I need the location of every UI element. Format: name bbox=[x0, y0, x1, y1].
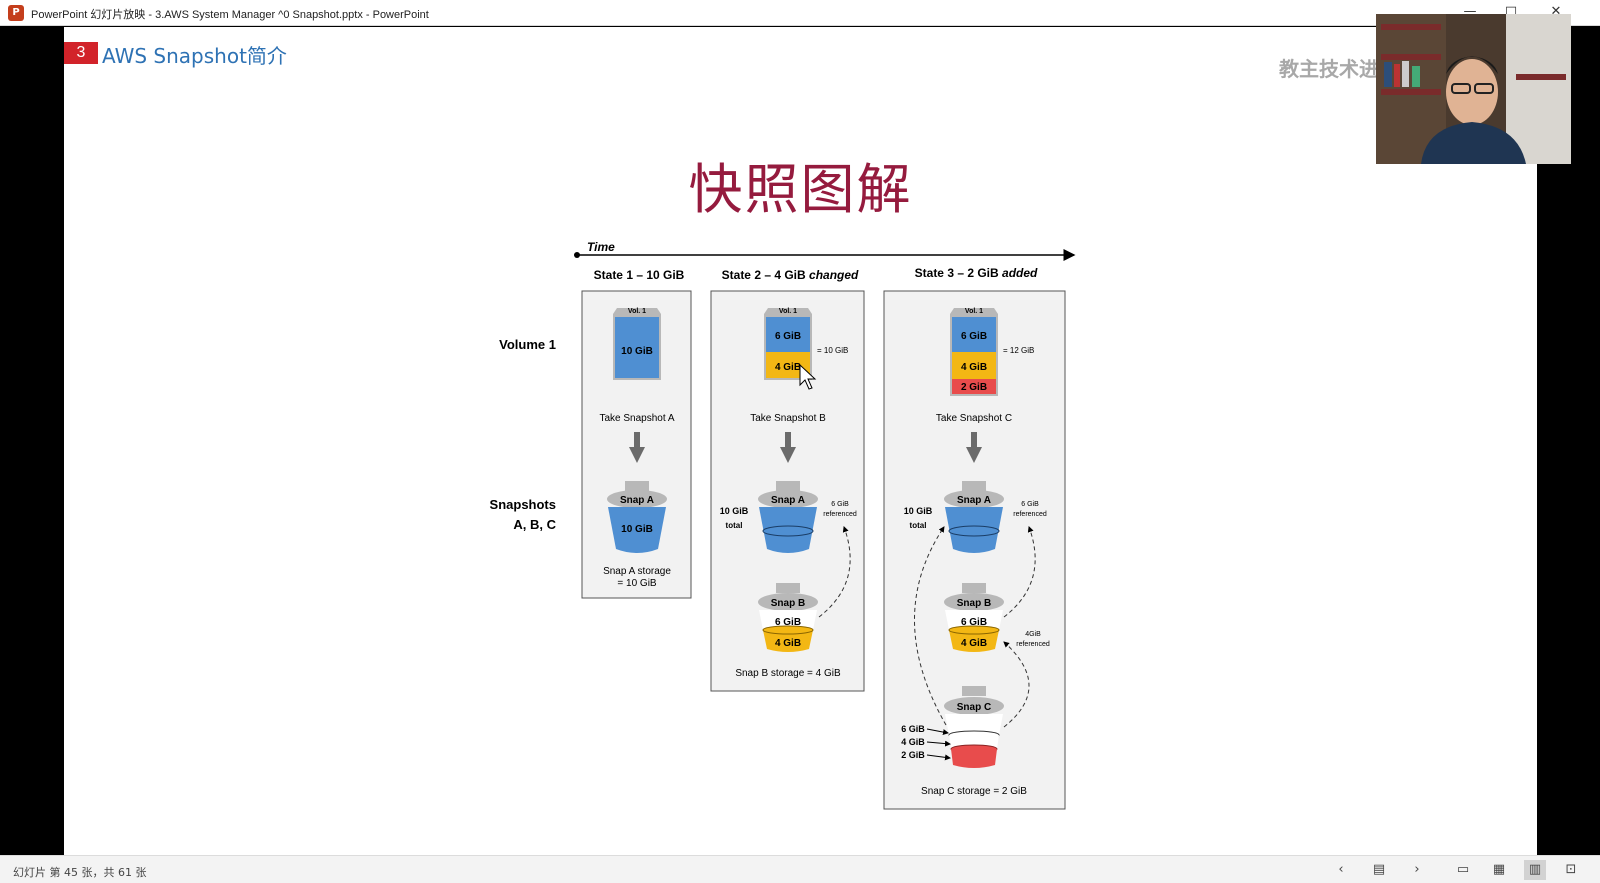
state2-ref-value: 6 GiB bbox=[831, 501, 849, 508]
vol-label: Vol. 1 bbox=[628, 308, 646, 315]
snap-a-storage-line2: = 10 GiB bbox=[617, 578, 657, 589]
section-title: AWS Snapshot简介 bbox=[102, 44, 287, 68]
snap-c-6gib: 6 GiB bbox=[901, 724, 925, 734]
state3-ref-a-label: referenced bbox=[1013, 511, 1047, 518]
snap-b-6gib: 6 GiB bbox=[775, 617, 801, 628]
state1-volume: Vol. 1 10 GiB bbox=[613, 308, 661, 380]
next-icon[interactable]: › bbox=[1414, 862, 1420, 877]
presenter-video-icon bbox=[1376, 14, 1571, 164]
state2-vol-total: = 10 GiB bbox=[817, 346, 848, 355]
snap-a-label: Snap A bbox=[620, 495, 654, 506]
snap-a-bucket-3: Snap A bbox=[944, 481, 1004, 553]
down-arrow-2 bbox=[780, 432, 796, 463]
snap-b-4gib: 4 GiB bbox=[961, 638, 987, 649]
state3-total-value: 10 GiB bbox=[904, 506, 933, 516]
section-number-badge: 3 bbox=[64, 42, 98, 64]
take-snapshot-b: Take Snapshot B bbox=[750, 413, 826, 424]
take-snapshot-c: Take Snapshot C bbox=[936, 413, 1012, 424]
down-arrow-1 bbox=[629, 432, 645, 463]
window-title: PowerPoint 幻灯片放映 - 3.AWS System Manager … bbox=[31, 9, 429, 21]
slideshow-icon[interactable]: ⊡ bbox=[1565, 862, 1577, 877]
snap-a-label: Snap A bbox=[957, 495, 991, 506]
row-label-volume: Volume 1 bbox=[499, 337, 556, 352]
vol-label: Vol. 1 bbox=[965, 308, 983, 315]
state2-ref-label: referenced bbox=[823, 511, 857, 518]
row-label-snapshots: Snapshots bbox=[490, 497, 556, 512]
c-arrow-4 bbox=[926, 740, 951, 747]
close-button[interactable]: ✕ bbox=[1550, 4, 1562, 19]
take-snapshot-a: Take Snapshot A bbox=[599, 413, 674, 424]
c-arrow-2 bbox=[926, 754, 951, 761]
time-label: Time bbox=[587, 240, 615, 254]
down-arrow-3 bbox=[966, 432, 982, 463]
vol-block-2gib: 2 GiB bbox=[961, 382, 987, 393]
state2-total-label: total bbox=[726, 521, 743, 530]
snap-c-2gib: 2 GiB bbox=[901, 750, 925, 760]
state3-ref-b-value: 4GiB bbox=[1025, 631, 1041, 638]
snap-a-storage-line1: Snap A storage bbox=[603, 566, 671, 577]
vol-block-6gib: 6 GiB bbox=[775, 331, 801, 342]
snap-b-storage: Snap B storage = 4 GiB bbox=[735, 668, 841, 679]
state2-total-value: 10 GiB bbox=[720, 506, 749, 516]
state3-volume: Vol. 1 6 GiB 4 GiB 2 GiB bbox=[950, 308, 998, 396]
slide-menu-icon[interactable]: ▤ bbox=[1372, 862, 1386, 877]
snap-b-bucket-3: Snap B 6 GiB 4 GiB bbox=[944, 583, 1004, 652]
row-label-snapshots-abc: A, B, C bbox=[513, 517, 556, 532]
state3-total-label: total bbox=[910, 521, 927, 530]
vol-block-4gib: 4 GiB bbox=[775, 362, 801, 373]
snap-b-label: Snap B bbox=[771, 598, 805, 609]
snap-c-storage: Snap C storage = 2 GiB bbox=[921, 786, 1027, 797]
status-bar: 幻灯片 第 45 张，共 61 张 ‹ ▤ › ▭ ▦ ▥ ⊡ bbox=[0, 855, 1600, 883]
state3-header: State 3 – 2 GiB added bbox=[915, 266, 1038, 280]
state3-vol-total: = 12 GiB bbox=[1003, 346, 1034, 355]
slide-main-title: 快照图解 bbox=[688, 158, 913, 221]
vol-block-10gib: 10 GiB bbox=[621, 346, 653, 357]
snap-a-label: Snap A bbox=[771, 495, 805, 506]
snap-c-bucket: Snap C bbox=[944, 686, 1004, 768]
state3-ref-a-value: 6 GiB bbox=[1021, 501, 1039, 508]
webcam-overlay bbox=[1376, 14, 1571, 164]
ref-arrow-c-to-a bbox=[914, 526, 947, 726]
slide-canvas[interactable]: 3 AWS Snapshot简介 教主技术进 快照图解 Time State 1… bbox=[64, 27, 1537, 855]
snap-a-value: 10 GiB bbox=[621, 524, 653, 535]
state2-header: State 2 – 4 GiB changed bbox=[722, 268, 859, 282]
reading-view-icon[interactable]: ▥ bbox=[1524, 860, 1546, 880]
snap-b-4gib: 4 GiB bbox=[775, 638, 801, 649]
snap-c-label: Snap C bbox=[957, 702, 991, 713]
vol-label: Vol. 1 bbox=[779, 308, 797, 315]
snap-b-bucket-2: Snap B 6 GiB 4 GiB bbox=[758, 583, 818, 652]
normal-view-icon[interactable]: ▭ bbox=[1456, 862, 1470, 877]
snap-b-label: Snap B bbox=[957, 598, 991, 609]
watermark: 教主技术进 bbox=[1279, 57, 1379, 81]
state3-ref-b-label: referenced bbox=[1016, 641, 1050, 648]
slide-counter: 幻灯片 第 45 张，共 61 张 bbox=[13, 866, 147, 879]
powerpoint-icon: P bbox=[8, 5, 24, 21]
c-arrow-6 bbox=[926, 728, 949, 736]
snap-c-4gib: 4 GiB bbox=[901, 737, 925, 747]
ref-arrow-b-to-a-3 bbox=[1003, 526, 1036, 618]
slide-sorter-icon[interactable]: ▦ bbox=[1492, 862, 1506, 877]
snap-a-bucket-1: Snap A 10 GiB bbox=[607, 481, 667, 553]
state1-header: State 1 – 10 GiB bbox=[594, 268, 685, 282]
prev-icon[interactable]: ‹ bbox=[1338, 862, 1344, 877]
cursor-pointer-icon bbox=[799, 363, 817, 390]
snapshot-diagram: Time State 1 – 10 GiB State 2 – 4 GiB ch… bbox=[490, 240, 1076, 810]
ref-arrow-c-to-b bbox=[1003, 641, 1030, 728]
snap-a-bucket-2: Snap A bbox=[758, 481, 818, 553]
snap-b-6gib: 6 GiB bbox=[961, 617, 987, 628]
ref-arrow-b-to-a bbox=[818, 526, 851, 618]
vol-block-6gib: 6 GiB bbox=[961, 331, 987, 342]
title-bar: P PowerPoint 幻灯片放映 - 3.AWS System Manage… bbox=[0, 0, 1600, 26]
vol-block-4gib: 4 GiB bbox=[961, 362, 987, 373]
